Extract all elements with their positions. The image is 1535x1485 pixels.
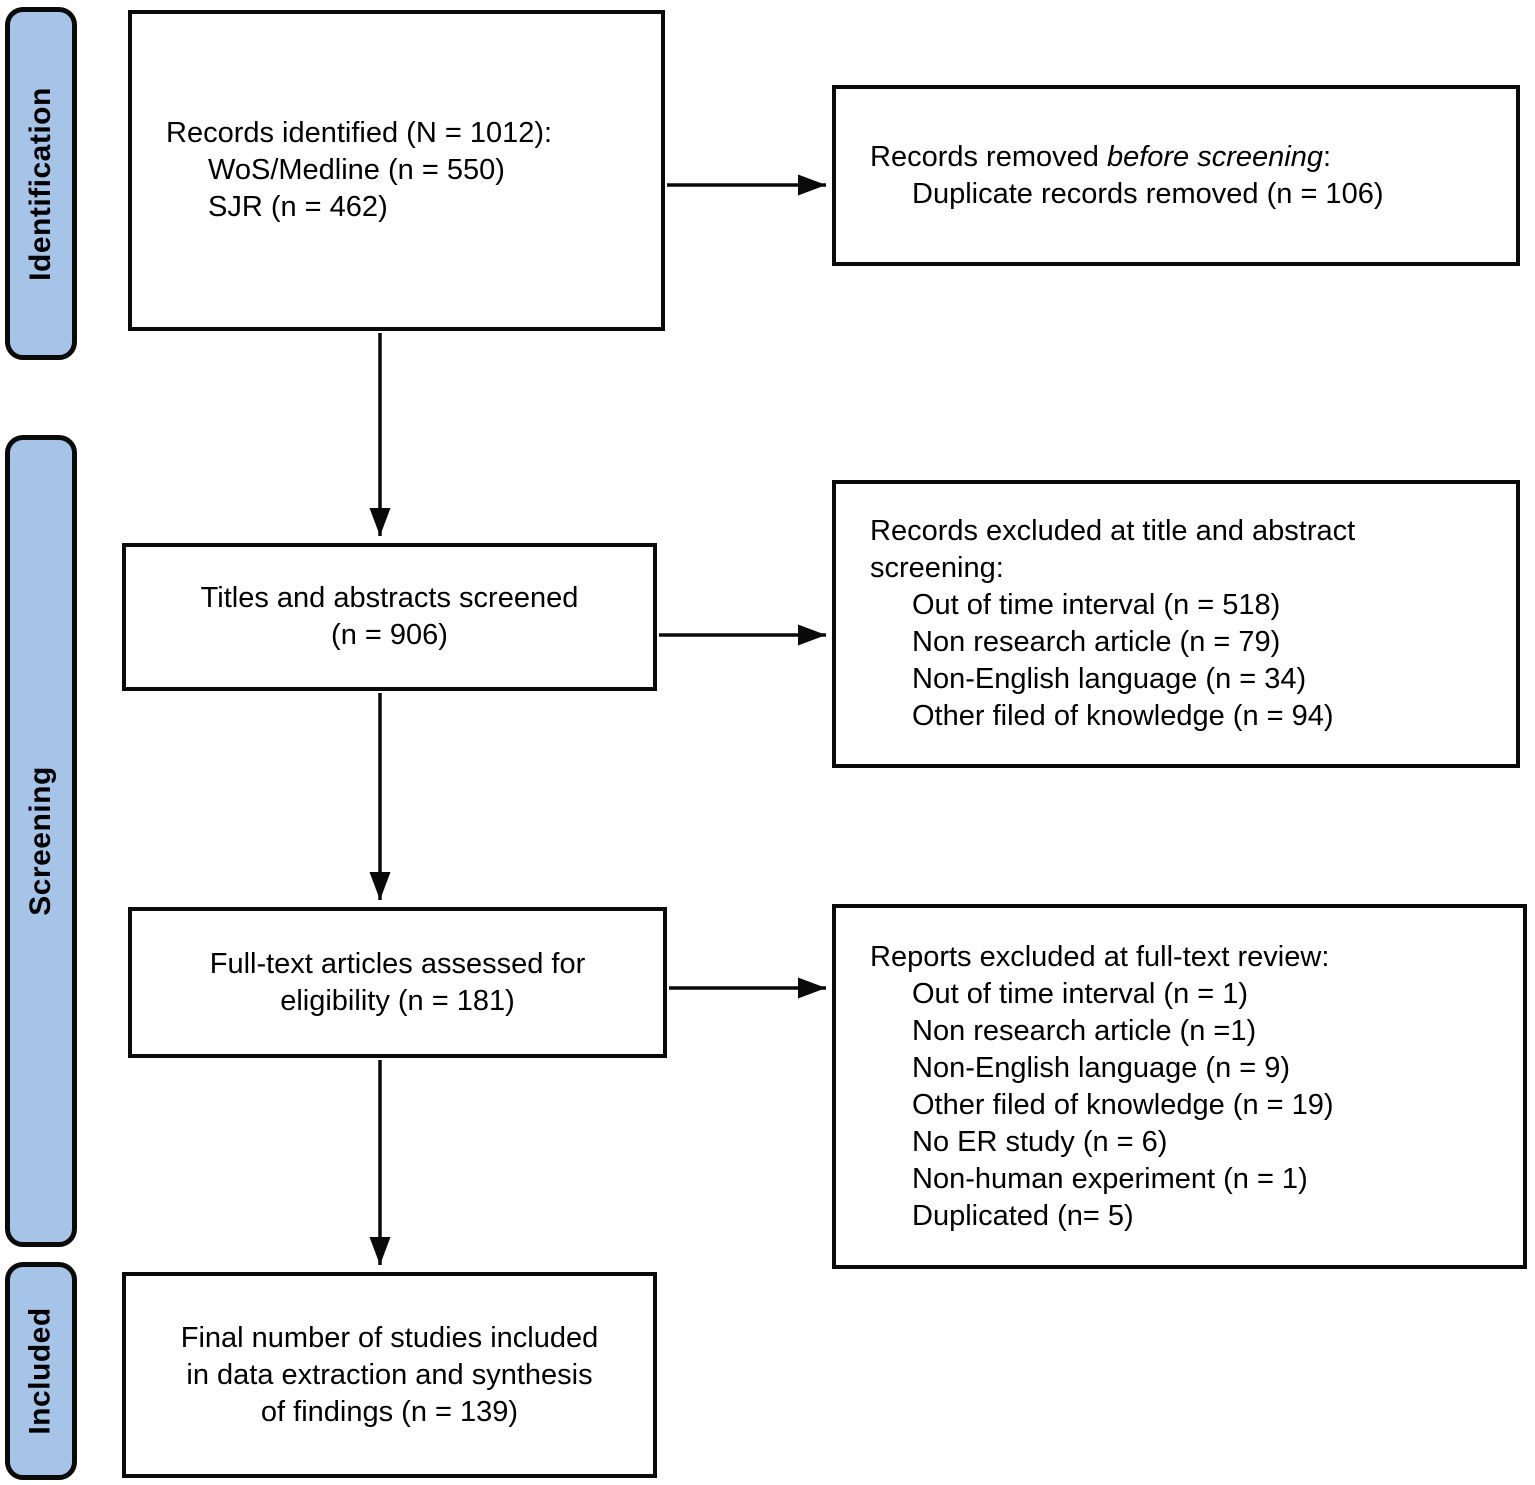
box-excluded-ft-item: Non research article (n =1) xyxy=(912,1014,1257,1047)
stage-band-included: Included xyxy=(5,1262,77,1480)
box-final-included-line: Final number of studies included xyxy=(180,1321,599,1354)
box-records-identified-item: SJR (n = 462) xyxy=(208,191,388,223)
stage-band-identification: Identification xyxy=(5,7,77,360)
box-excluded-ta-item: Out of time interval (n = 518) xyxy=(912,589,1281,621)
box-fulltext-assessed: Full-text articles assessed for eligibil… xyxy=(128,907,667,1058)
box-excluded-title-abstract: Records excluded at title and abstract s… xyxy=(832,480,1520,768)
box-excluded-ft-title: Reports excluded at full-text review: xyxy=(870,940,1330,973)
box-excluded-fulltext: Reports excluded at full-text review: Ou… xyxy=(832,904,1527,1269)
box-records-removed-before-screening: Records removed before screening: Duplic… xyxy=(832,85,1520,266)
box-records-removed-item: Duplicate records removed (n = 106) xyxy=(912,177,1384,210)
box-records-identified-item: WoS/Medline (n = 550) xyxy=(208,154,505,186)
box-titles-abstracts-screened: Titles and abstracts screened (n = 906) xyxy=(122,543,657,691)
box-titles-screened-line: (n = 906) xyxy=(331,619,448,651)
box-final-included: Final number of studies included in data… xyxy=(122,1272,657,1478)
box-excluded-ft-item: Duplicated (n= 5) xyxy=(912,1199,1134,1232)
box-excluded-ta-item: Non research article (n = 79) xyxy=(912,626,1281,658)
box-titles-screened-line: Titles and abstracts screened xyxy=(200,582,579,614)
box-records-identified: Records identified (N = 1012): WoS/Medli… xyxy=(128,10,665,331)
box-fulltext-assessed-line: Full-text articles assessed for xyxy=(209,947,586,980)
stage-label-identification: Identification xyxy=(24,86,58,281)
box-excluded-ft-item: No ER study (n = 6) xyxy=(912,1125,1168,1158)
box-excluded-ft-item: Out of time interval (n = 1) xyxy=(912,977,1249,1010)
box-records-removed-title: Records removed before screening: xyxy=(870,140,1332,173)
box-excluded-ft-item: Non-human experiment (n = 1) xyxy=(912,1162,1308,1195)
box-fulltext-assessed-line: eligibility (n = 181) xyxy=(280,984,515,1017)
box-excluded-ta-item: Other filed of knowledge (n = 94) xyxy=(912,700,1334,732)
box-excluded-ta-title: screening: xyxy=(870,552,1004,584)
box-final-included-line: in data extraction and synthesis xyxy=(186,1358,593,1391)
box-records-identified-title: Records identified (N = 1012): xyxy=(166,117,553,149)
box-final-included-line: of findings (n = 139) xyxy=(260,1395,519,1428)
stage-label-included: Included xyxy=(24,1307,57,1435)
stage-band-screening: Screening xyxy=(5,435,77,1247)
box-excluded-ta-title: Records excluded at title and abstract xyxy=(870,515,1356,547)
box-excluded-ta-item: Non-English language (n = 34) xyxy=(912,663,1307,695)
box-excluded-ft-item: Other filed of knowledge (n = 19) xyxy=(912,1088,1334,1121)
box-excluded-ft-item: Non-English language (n = 9) xyxy=(912,1051,1291,1084)
stage-label-screening: Screening xyxy=(24,766,57,916)
